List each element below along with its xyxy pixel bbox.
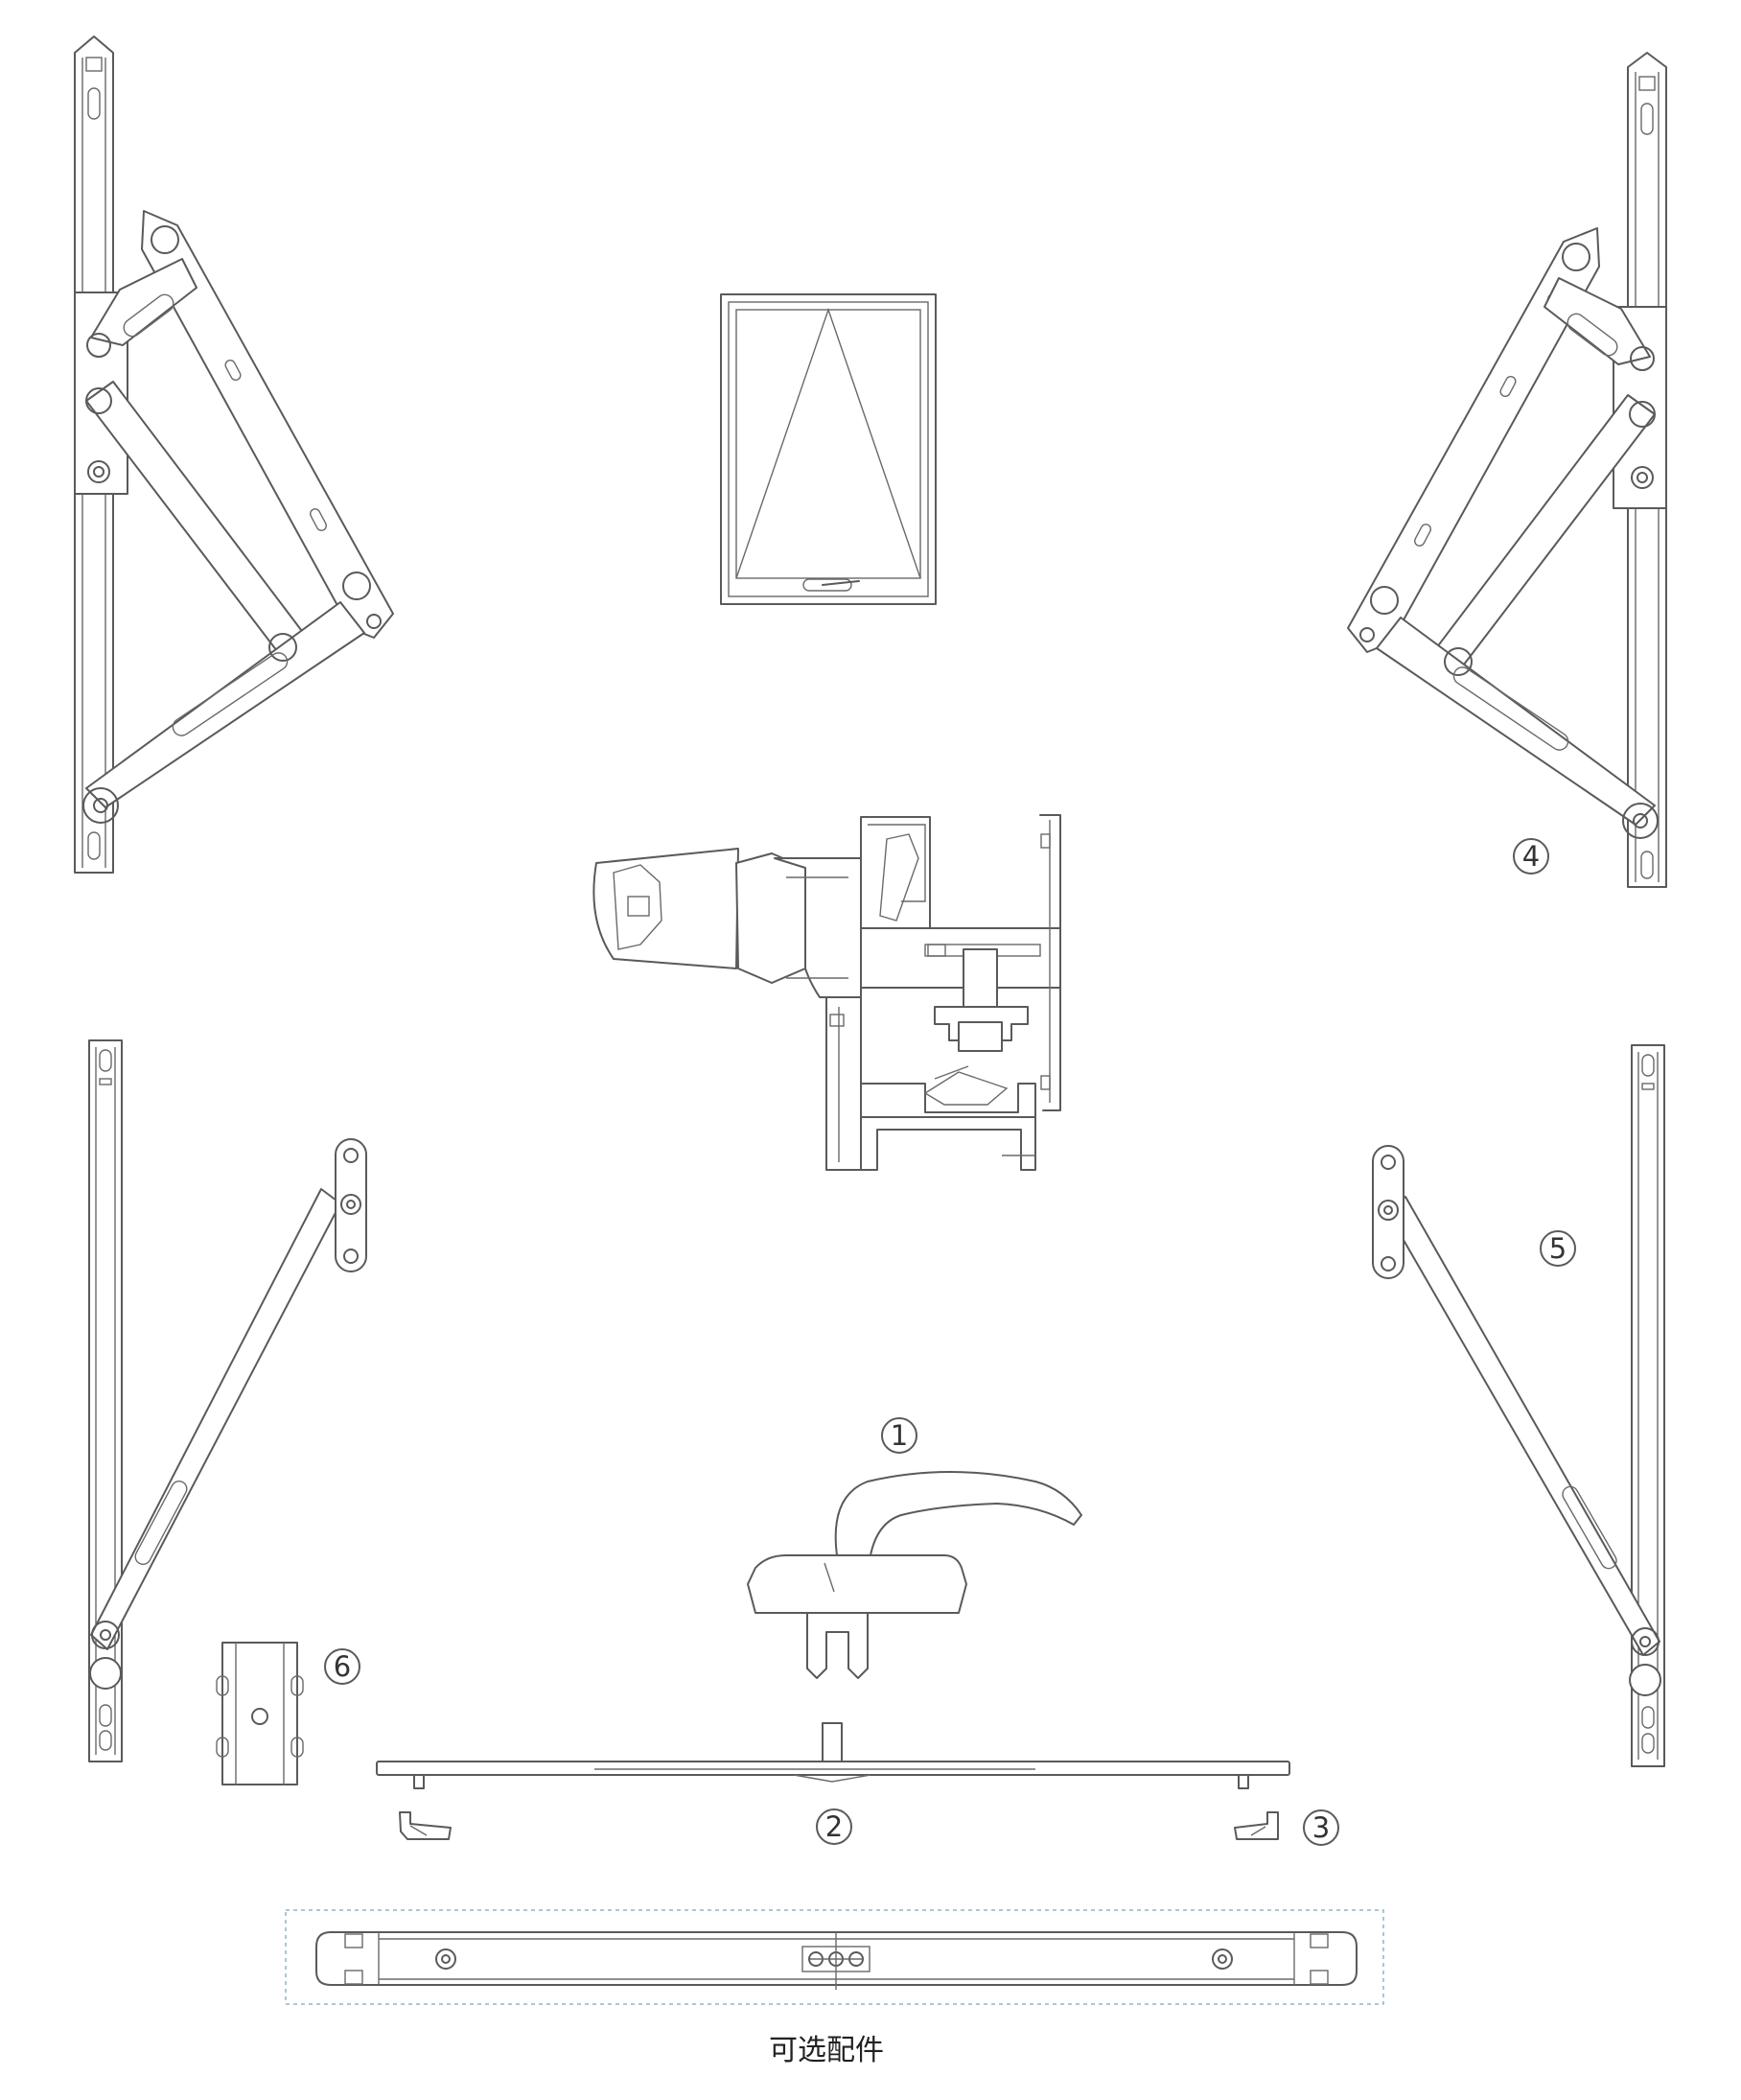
restrictor-stay-bottom-right [1372, 1044, 1665, 1767]
part-label-4: 4 [1513, 838, 1549, 875]
cockspur-handle [747, 1471, 1082, 1679]
part-label-3-text: 3 [1312, 1811, 1330, 1844]
keeper-left [399, 1811, 452, 1840]
friction-stay-top-right [1347, 52, 1667, 888]
window-elevation [720, 293, 937, 605]
friction-stay-top-left [74, 35, 394, 874]
connector-block [216, 1642, 304, 1785]
part-label-1: 1 [881, 1417, 917, 1454]
part-label-5-text: 5 [1549, 1232, 1567, 1265]
part-label-5: 5 [1540, 1230, 1576, 1267]
part-label-2-text: 2 [825, 1810, 843, 1843]
part-label-6-text: 6 [334, 1650, 351, 1683]
part-label-6: 6 [324, 1648, 360, 1685]
part-label-4-text: 4 [1522, 840, 1540, 873]
restrictor-stay-bottom-left [88, 1039, 367, 1762]
part-label-3: 3 [1303, 1809, 1339, 1846]
keeper-right [1234, 1811, 1279, 1840]
part-label-1-text: 1 [891, 1419, 908, 1452]
optional-accessory-caption: 可选配件 [769, 2034, 884, 2067]
part-label-2: 2 [816, 1808, 852, 1845]
optional-accessory [285, 1909, 1384, 2005]
profile-cross-section [592, 814, 1061, 1171]
espagnolette-bar [376, 1722, 1290, 1789]
